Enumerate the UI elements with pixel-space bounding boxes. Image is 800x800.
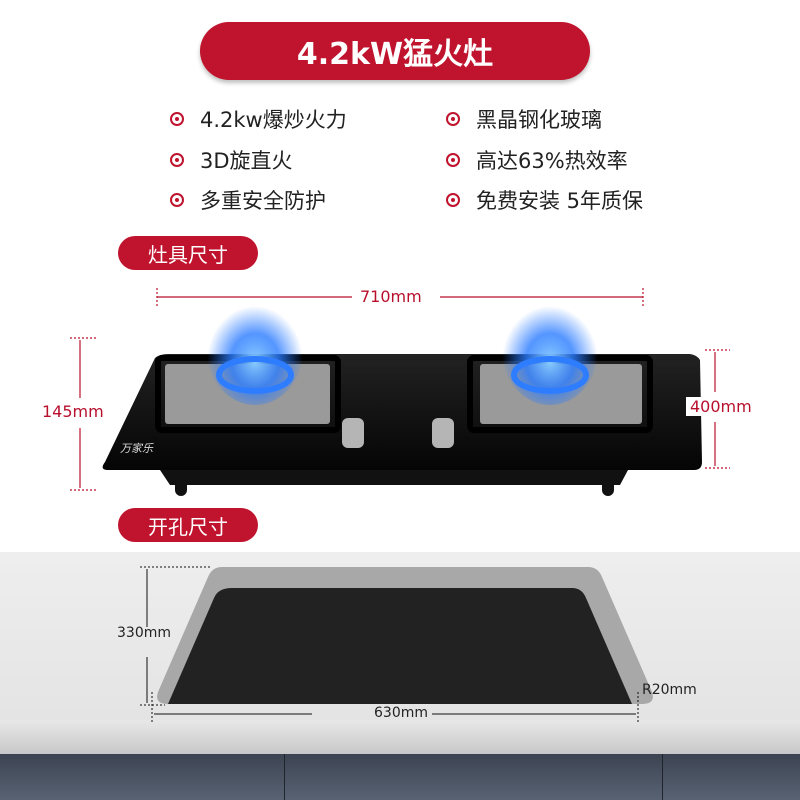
- feature-text: 免费安装 5年质保: [476, 189, 644, 213]
- counter-edge: [0, 720, 800, 754]
- bullet-icon: [170, 193, 184, 207]
- stove-illustration: [70, 288, 730, 496]
- depth-label: 400mm: [686, 397, 756, 416]
- width-label: 710mm: [356, 287, 426, 306]
- feature-item: 黑晶钢化玻璃: [446, 104, 602, 134]
- section-cutout-size: 开孔尺寸: [118, 508, 258, 542]
- bullet-icon: [170, 153, 184, 167]
- feature-text: 黑晶钢化玻璃: [476, 108, 602, 132]
- cutout-illustration: [140, 566, 653, 724]
- cutout-depth-label: 330mm: [117, 625, 171, 641]
- brand-logo: 万家乐: [120, 442, 153, 455]
- cabinet-seam: [662, 754, 663, 800]
- cabinet: [0, 754, 800, 800]
- height-label: 145mm: [38, 402, 108, 421]
- knob-right: [432, 418, 454, 448]
- feature-item: 高达63%热效率: [446, 145, 628, 175]
- knob-left: [342, 418, 364, 448]
- bullet-icon: [170, 112, 184, 126]
- title-banner: 4.2kW猛火灶: [200, 22, 590, 80]
- feature-text: 3D旋直火: [200, 149, 293, 173]
- feature-item: 多重安全防护: [170, 185, 326, 215]
- section-stove-size: 灶具尺寸: [118, 236, 258, 270]
- cutout-radius-label: R20mm: [642, 682, 697, 698]
- bullet-icon: [446, 153, 460, 167]
- flame-left: [207, 295, 303, 405]
- bullet-icon: [446, 193, 460, 207]
- cabinet-seam: [284, 754, 285, 800]
- feature-text: 4.2kw爆炒火力: [200, 108, 347, 132]
- feature-text: 多重安全防护: [200, 189, 326, 213]
- bullet-icon: [446, 112, 460, 126]
- flame-right: [502, 295, 598, 405]
- feature-text: 高达63%热效率: [476, 149, 628, 173]
- feature-item: 4.2kw爆炒火力: [170, 104, 347, 134]
- cutout-width-label: 630mm: [374, 705, 428, 721]
- feature-item: 免费安装 5年质保: [446, 185, 643, 215]
- feature-item: 3D旋直火: [170, 145, 293, 175]
